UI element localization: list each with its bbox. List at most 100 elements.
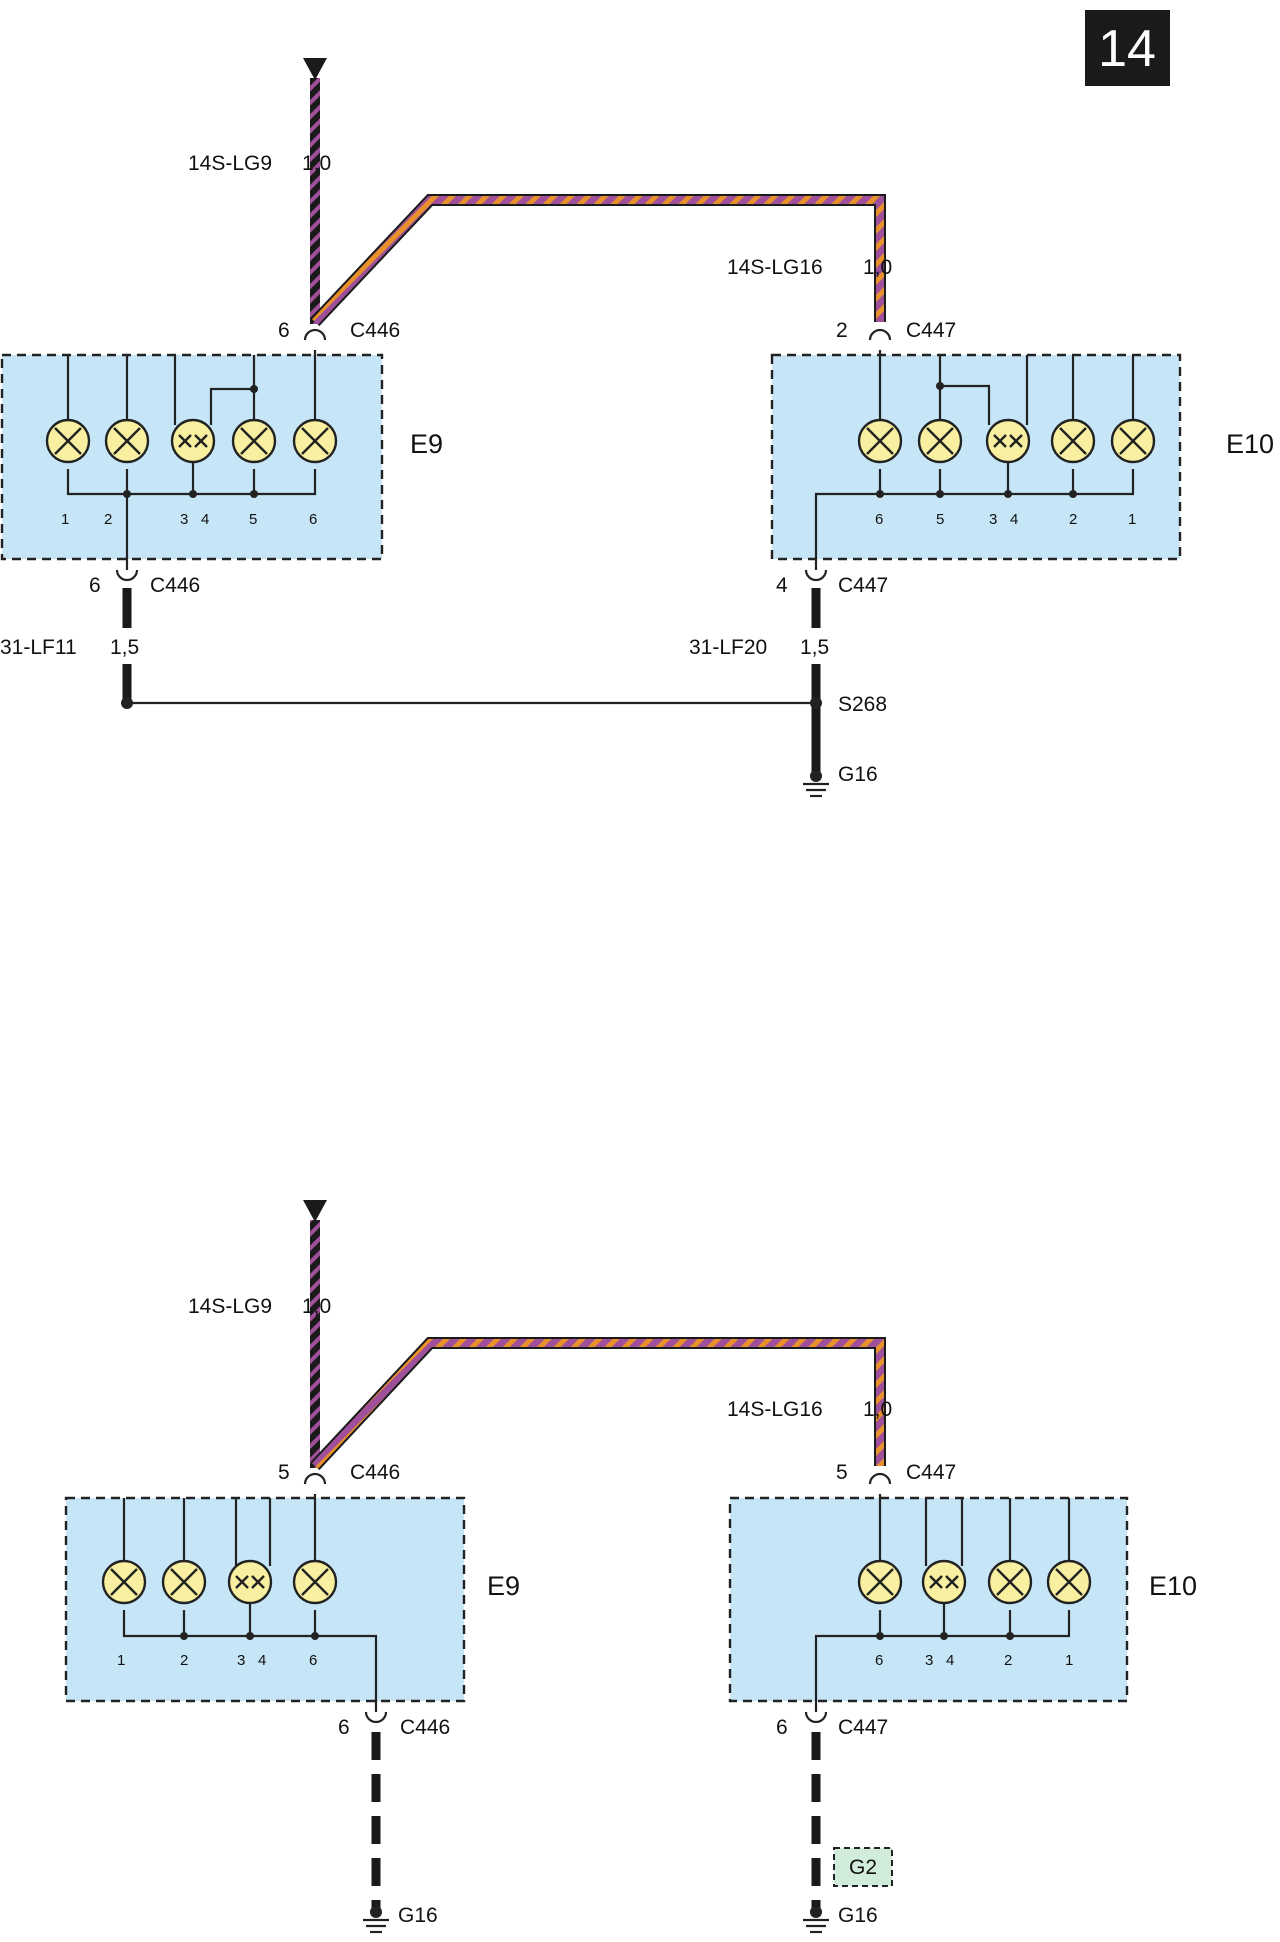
ground-wire-left-code: 31-LF11: [0, 636, 77, 659]
e10-pin: 4: [1010, 511, 1018, 528]
lamp-icon: [857, 1559, 903, 1605]
lamp-icon: [1050, 418, 1096, 464]
splice-node-left: [121, 697, 133, 709]
e10-pin: 4: [946, 1652, 954, 1669]
connector-c447-in-symbol: [868, 1472, 892, 1485]
e9-pin: 1: [61, 511, 69, 528]
ground-left-label: G16: [398, 1904, 438, 1927]
dual-filament-lamp-icon: [985, 418, 1031, 464]
c447-out-pin: 6: [776, 1716, 788, 1739]
lamp-icon: [101, 1559, 147, 1605]
e10-pin: 6: [875, 511, 883, 528]
dual-filament-lamp-icon: [921, 1559, 967, 1605]
splice-label: S268: [838, 693, 887, 716]
module-e10-label: E10: [1149, 1571, 1197, 1601]
module-e10: 6 3 4 2 1: [728, 1494, 1129, 1712]
feed-wire-code: 14S-LG9: [188, 152, 272, 175]
feed-wire-size: 1,0: [302, 152, 331, 175]
c447-out-name: C447: [838, 574, 888, 597]
c446-in-pin: 5: [278, 1461, 290, 1484]
feed-wire-size: 1,0: [302, 1295, 331, 1318]
e10-pin: 1: [1128, 511, 1136, 528]
c446-in-name: C446: [350, 1461, 400, 1484]
lamp-icon: [161, 1559, 207, 1605]
top-diagram: 14S-LG9 1,0 14S-LG16 1,0 6 C446 2 C447: [0, 58, 1274, 798]
ground-icon: [803, 770, 829, 798]
e10-pin: 1: [1065, 1652, 1073, 1669]
connector-c447-out-symbol: [804, 569, 828, 582]
c447-in-pin: 2: [836, 319, 848, 342]
option-box-label: G2: [849, 1856, 877, 1879]
ground-wire-right-size: 1,5: [800, 636, 829, 659]
e10-pin: 3: [989, 511, 997, 528]
page-number-badge: 14: [1085, 10, 1170, 86]
branch-wire-size: 1,0: [863, 1398, 892, 1421]
power-source-arrow-icon: [303, 58, 327, 80]
c446-in-name: C446: [350, 319, 400, 342]
branch-wire-code: 14S-LG16: [727, 1398, 823, 1421]
wire-14s-lg9: [310, 78, 320, 324]
module-e9: 1 2 3 4 6: [64, 1494, 466, 1712]
c446-out-name: C446: [400, 1716, 450, 1739]
lamp-icon: [1046, 1559, 1092, 1605]
wire-14s-lg16: [310, 1337, 886, 1471]
ground-icon: [363, 1906, 389, 1934]
dual-filament-lamp-icon: [227, 1559, 273, 1605]
e9-pin: 2: [104, 511, 112, 528]
lamp-icon: [45, 418, 91, 464]
e10-pin: 3: [925, 1652, 933, 1669]
ground-icon: [803, 1906, 829, 1934]
bottom-diagram: 14S-LG9 1,0 14S-LG16 1,0 5 C446 5 C447: [64, 1200, 1197, 1934]
feed-wire-code: 14S-LG9: [188, 1295, 272, 1318]
page-number: 14: [1098, 20, 1156, 78]
module-e10: 6 5 3 4 2 1: [770, 350, 1182, 570]
lamp-icon: [917, 418, 963, 464]
lamp-icon: [231, 418, 277, 464]
e10-pin: 6: [875, 1652, 883, 1669]
splice-node-s268: [810, 697, 822, 709]
c446-out-name: C446: [150, 574, 200, 597]
module-e9-label: E9: [487, 1571, 520, 1601]
e9-pin: 4: [201, 511, 209, 528]
c447-out-name: C447: [838, 1716, 888, 1739]
lamp-icon: [1110, 418, 1156, 464]
lamp-icon: [292, 418, 338, 464]
c447-in-name: C447: [906, 1461, 956, 1484]
e9-pin: 5: [249, 511, 257, 528]
e9-pin: 3: [237, 1652, 245, 1669]
ground-wire-right-code: 31-LF20: [689, 636, 767, 659]
e10-pin: 5: [936, 511, 944, 528]
wire-14s-lg9: [310, 1220, 320, 1468]
ground-label: G16: [838, 763, 878, 786]
dual-filament-lamp-icon: [170, 418, 216, 464]
lamp-icon: [292, 1559, 338, 1605]
connector-c447-out-symbol: [804, 1711, 828, 1724]
wire-14s-lg16: [310, 194, 886, 327]
ground-right-label: G16: [838, 1904, 878, 1927]
e10-pin: 2: [1069, 511, 1077, 528]
e9-pin: 6: [309, 1652, 317, 1669]
option-box-g2: G2: [833, 1847, 893, 1887]
module-e9-label: E9: [410, 429, 443, 459]
c447-out-pin: 4: [776, 574, 788, 597]
c446-out-pin: 6: [338, 1716, 350, 1739]
e9-pin: 2: [180, 1652, 188, 1669]
lamp-icon: [987, 1559, 1033, 1605]
e9-pin: 1: [117, 1652, 125, 1669]
branch-wire-code: 14S-LG16: [727, 256, 823, 279]
lamp-icon: [857, 418, 903, 464]
power-source-arrow-icon: [303, 1200, 327, 1222]
branch-wire-size: 1,0: [863, 256, 892, 279]
c446-out-pin: 6: [89, 574, 101, 597]
c447-in-name: C447: [906, 319, 956, 342]
connector-c446-out-symbol: [115, 569, 139, 582]
c447-in-pin: 5: [836, 1461, 848, 1484]
c446-in-pin: 6: [278, 319, 290, 342]
ground-wire-left-size: 1,5: [110, 636, 139, 659]
e9-pin: 6: [309, 511, 317, 528]
connector-c446-out-symbol: [364, 1711, 388, 1724]
lamp-icon: [104, 418, 150, 464]
module-e10-label: E10: [1226, 429, 1274, 459]
e9-pin: 3: [180, 511, 188, 528]
